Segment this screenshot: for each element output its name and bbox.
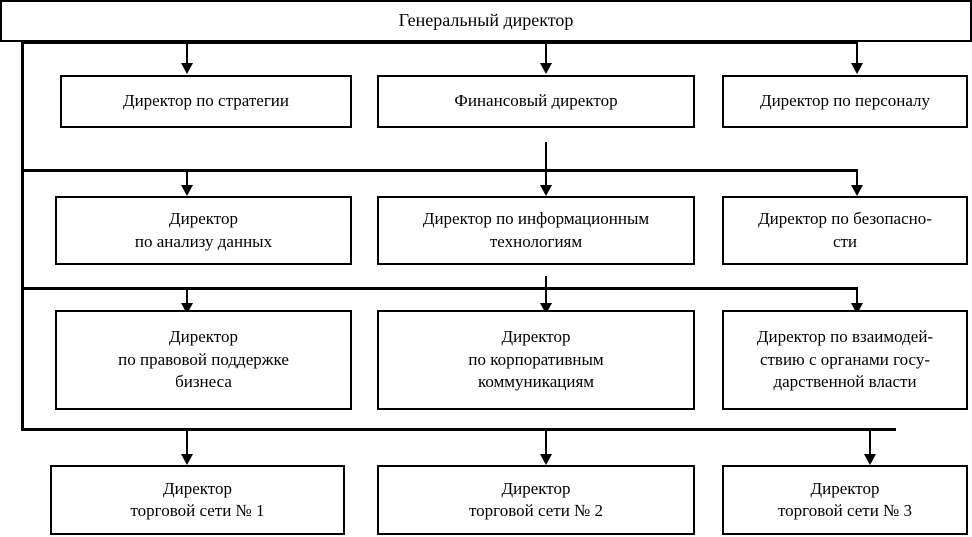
node-l3-c2-label: Директор по корпоративным коммуникациям bbox=[383, 326, 689, 393]
node-l2-c2-label: Директор по информационным технологиям bbox=[383, 208, 689, 253]
node-l4-c1-line2: торговой сети № 1 bbox=[130, 501, 265, 520]
level3-arrow-3 bbox=[851, 303, 863, 314]
level4-arrow-1 bbox=[181, 454, 193, 465]
level3-stem-1 bbox=[186, 288, 188, 306]
level4-arrow-2 bbox=[540, 454, 552, 465]
node-ceo[interactable]: Генеральный директор bbox=[0, 0, 972, 42]
node-l3-c2[interactable]: Директор по корпоративным коммуникациям bbox=[377, 310, 695, 410]
level4-distribution-bar bbox=[21, 428, 896, 431]
node-l3-c3-line3: дарственной власти bbox=[773, 372, 917, 392]
node-l1-c3-label: Директор по персоналу bbox=[759, 91, 931, 111]
node-l4-c3[interactable]: Директор торговой сети № 3 bbox=[722, 465, 968, 535]
node-l2-c1-line1: Директор bbox=[169, 209, 238, 229]
node-l3-c1-label: Директор по правовой поддержке бизнеса bbox=[61, 326, 346, 393]
level2-arrow-3 bbox=[851, 185, 863, 196]
node-l3-c1-line3: бизнеса bbox=[175, 372, 232, 392]
node-l4-c3-line2: торговой сети № 3 bbox=[777, 501, 913, 520]
node-l2-c2-line2: технологиям bbox=[489, 231, 583, 251]
node-l2-c1[interactable]: Директор по анализу данных bbox=[55, 196, 352, 265]
node-l4-c2[interactable]: Директор торговой сети № 2 bbox=[377, 465, 695, 535]
node-l3-c1-line2: по правовой поддержке bbox=[118, 349, 289, 369]
node-l1-c2[interactable]: Финансовый директор bbox=[377, 75, 695, 128]
level4-stem-1 bbox=[186, 429, 188, 457]
node-l1-c1[interactable]: Директор по стратегии bbox=[60, 75, 352, 128]
node-l3-c3[interactable]: Директор по взаимодей- ствию с органами … bbox=[722, 310, 968, 410]
level1-stem-1 bbox=[186, 42, 188, 67]
level2-arrow-2 bbox=[540, 185, 552, 196]
level3-arrow-1 bbox=[181, 303, 193, 314]
node-l2-c3-line2: сти bbox=[832, 231, 858, 251]
level2-arrow-1 bbox=[181, 185, 193, 196]
node-l2-c2[interactable]: Директор по информационным технологиям bbox=[377, 196, 695, 265]
node-l2-c3-label: Директор по безопасно- сти bbox=[728, 208, 962, 253]
level4-arrow-3 bbox=[864, 454, 876, 465]
level1-stem-2 bbox=[545, 42, 547, 67]
level1-arrow-2 bbox=[540, 63, 552, 74]
node-l2-c1-label: Директор по анализу данных bbox=[61, 208, 346, 253]
level1-arrow-3 bbox=[851, 63, 863, 74]
node-l3-c1-line1: Директор bbox=[169, 327, 238, 347]
level3-arrow-2 bbox=[540, 303, 552, 314]
level3-stem-2 bbox=[545, 276, 547, 306]
node-l1-c1-label: Директор по стратегии bbox=[122, 91, 289, 111]
node-l2-c3[interactable]: Директор по безопасно- сти bbox=[722, 196, 968, 265]
trunk-vertical-line bbox=[21, 41, 24, 431]
node-l3-c3-label: Директор по взаимодей- ствию с органами … bbox=[728, 326, 962, 393]
level2-distribution-bar bbox=[21, 169, 858, 172]
node-l4-c1[interactable]: Директор торговой сети № 1 bbox=[50, 465, 345, 535]
level1-stem-3 bbox=[856, 42, 858, 67]
node-l2-c2-line1: Директор по информационным bbox=[422, 209, 650, 229]
node-l4-c2-label: Директор торговой сети № 2 bbox=[383, 478, 689, 523]
node-l3-c1[interactable]: Директор по правовой поддержке бизнеса bbox=[55, 310, 352, 410]
level2-stem-1 bbox=[186, 170, 188, 188]
node-l4-c2-line2: торговой сети № 2 bbox=[468, 501, 604, 520]
level3-distribution-bar bbox=[21, 287, 858, 290]
level1-distribution-bar bbox=[21, 41, 858, 44]
level1-arrow-1 bbox=[181, 63, 193, 74]
node-l4-c3-label: Директор торговой сети № 3 bbox=[728, 478, 962, 523]
level4-stem-3 bbox=[869, 429, 871, 457]
node-l4-c1-label: Директор торговой сети № 1 bbox=[56, 478, 339, 523]
node-l4-c1-line1: Директор bbox=[163, 478, 232, 498]
node-l3-c3-line1: Директор по взаимодей- bbox=[756, 327, 934, 347]
node-l2-c1-line2: по анализу данных bbox=[134, 231, 273, 251]
node-l4-c2-line1: Директор bbox=[501, 478, 571, 498]
level4-stem-2 bbox=[545, 429, 547, 457]
node-l3-c3-line2: ствию с органами госу- bbox=[759, 349, 931, 369]
level2-stem-2 bbox=[545, 142, 547, 188]
node-l3-c2-line1: Директор bbox=[501, 327, 571, 347]
node-l3-c2-line3: коммуникациям bbox=[477, 372, 595, 392]
level3-stem-3 bbox=[856, 288, 858, 306]
node-l1-c2-label: Финансовый директор bbox=[454, 91, 618, 111]
node-ceo-label: Генеральный директор bbox=[398, 10, 574, 31]
node-l3-c2-line2: по корпоративным bbox=[468, 349, 604, 369]
node-l4-c3-line1: Директор bbox=[810, 478, 880, 498]
node-l1-c3[interactable]: Директор по персоналу bbox=[722, 75, 968, 128]
node-l2-c3-line1: Директор по безопасно- bbox=[758, 209, 932, 229]
level2-stem-3 bbox=[856, 170, 858, 188]
